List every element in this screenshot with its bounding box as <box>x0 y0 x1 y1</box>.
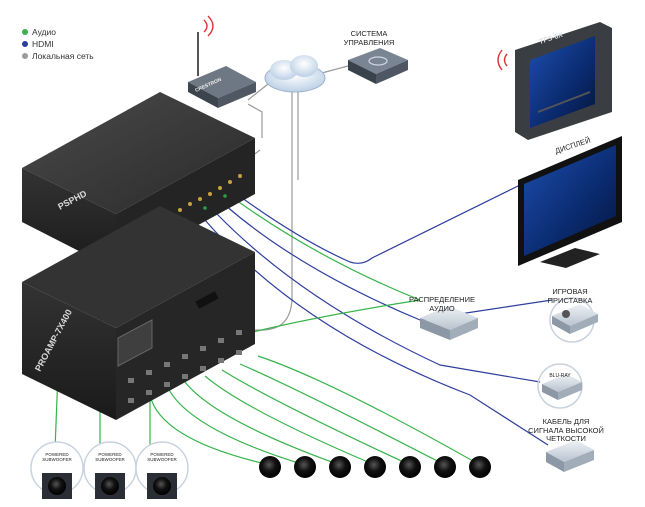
legend-item-audio: Аудио <box>22 26 94 38</box>
game-console-device[interactable] <box>549 297 598 343</box>
speaker[interactable] <box>259 456 281 478</box>
speaker[interactable] <box>294 456 316 478</box>
hdmi-dot-icon <box>22 41 28 47</box>
legend-label: HDMI <box>32 39 54 49</box>
lan-dot-icon <box>22 53 28 59</box>
speaker[interactable] <box>434 456 456 478</box>
subwoofer-label: POWERED SUBWOOFER <box>42 452 72 462</box>
proamp-rack[interactable] <box>22 206 255 420</box>
control-system-label: СИСТЕМА УПРАВЛЕНИЯ <box>343 29 395 47</box>
speaker[interactable] <box>329 456 351 478</box>
subwoofer[interactable] <box>30 441 84 499</box>
legend-item-lan: Локальная сеть <box>22 50 94 62</box>
speaker[interactable] <box>364 456 386 478</box>
legend-label: Локальная сеть <box>32 51 94 61</box>
speakers <box>259 456 491 478</box>
cable-box-device[interactable] <box>546 440 594 472</box>
legend: Аудио HDMI Локальная сеть <box>22 26 94 62</box>
subwoofer-label: POWERED SUBWOOFER <box>147 452 177 462</box>
subwoofer[interactable] <box>135 441 189 499</box>
cable-box-label: КАБЕЛЬ ДЛЯ СИГНАЛА ВЫСОКОЙ ЧЕТКОСТИ <box>528 417 604 443</box>
gateway-device[interactable] <box>188 15 256 108</box>
subwoofer[interactable] <box>83 441 137 499</box>
display-device[interactable] <box>518 136 622 268</box>
audio-distribution-label: РАСПРЕДЕЛЕНИЕ АУДИО <box>409 295 475 313</box>
subwoofers <box>30 441 189 499</box>
legend-label: Аудио <box>32 27 56 37</box>
audio-distribution-device[interactable] <box>420 306 478 340</box>
speaker[interactable] <box>469 456 491 478</box>
touch-panel-device[interactable] <box>497 22 612 140</box>
subwoofer-label: POWERED SUBWOOFER <box>95 452 125 462</box>
bluray-device[interactable] <box>537 363 583 409</box>
speaker[interactable] <box>399 456 421 478</box>
game-console-label: ИГРОВАЯ ПРИСТАВКА <box>547 287 593 305</box>
legend-item-hdmi: HDMI <box>22 38 94 50</box>
control-system-device[interactable] <box>348 48 408 84</box>
hdmi-cables <box>204 184 553 446</box>
network-cloud <box>264 55 326 93</box>
audio-dot-icon <box>22 29 28 35</box>
bluray-label: BLU-RAY <box>549 373 571 379</box>
